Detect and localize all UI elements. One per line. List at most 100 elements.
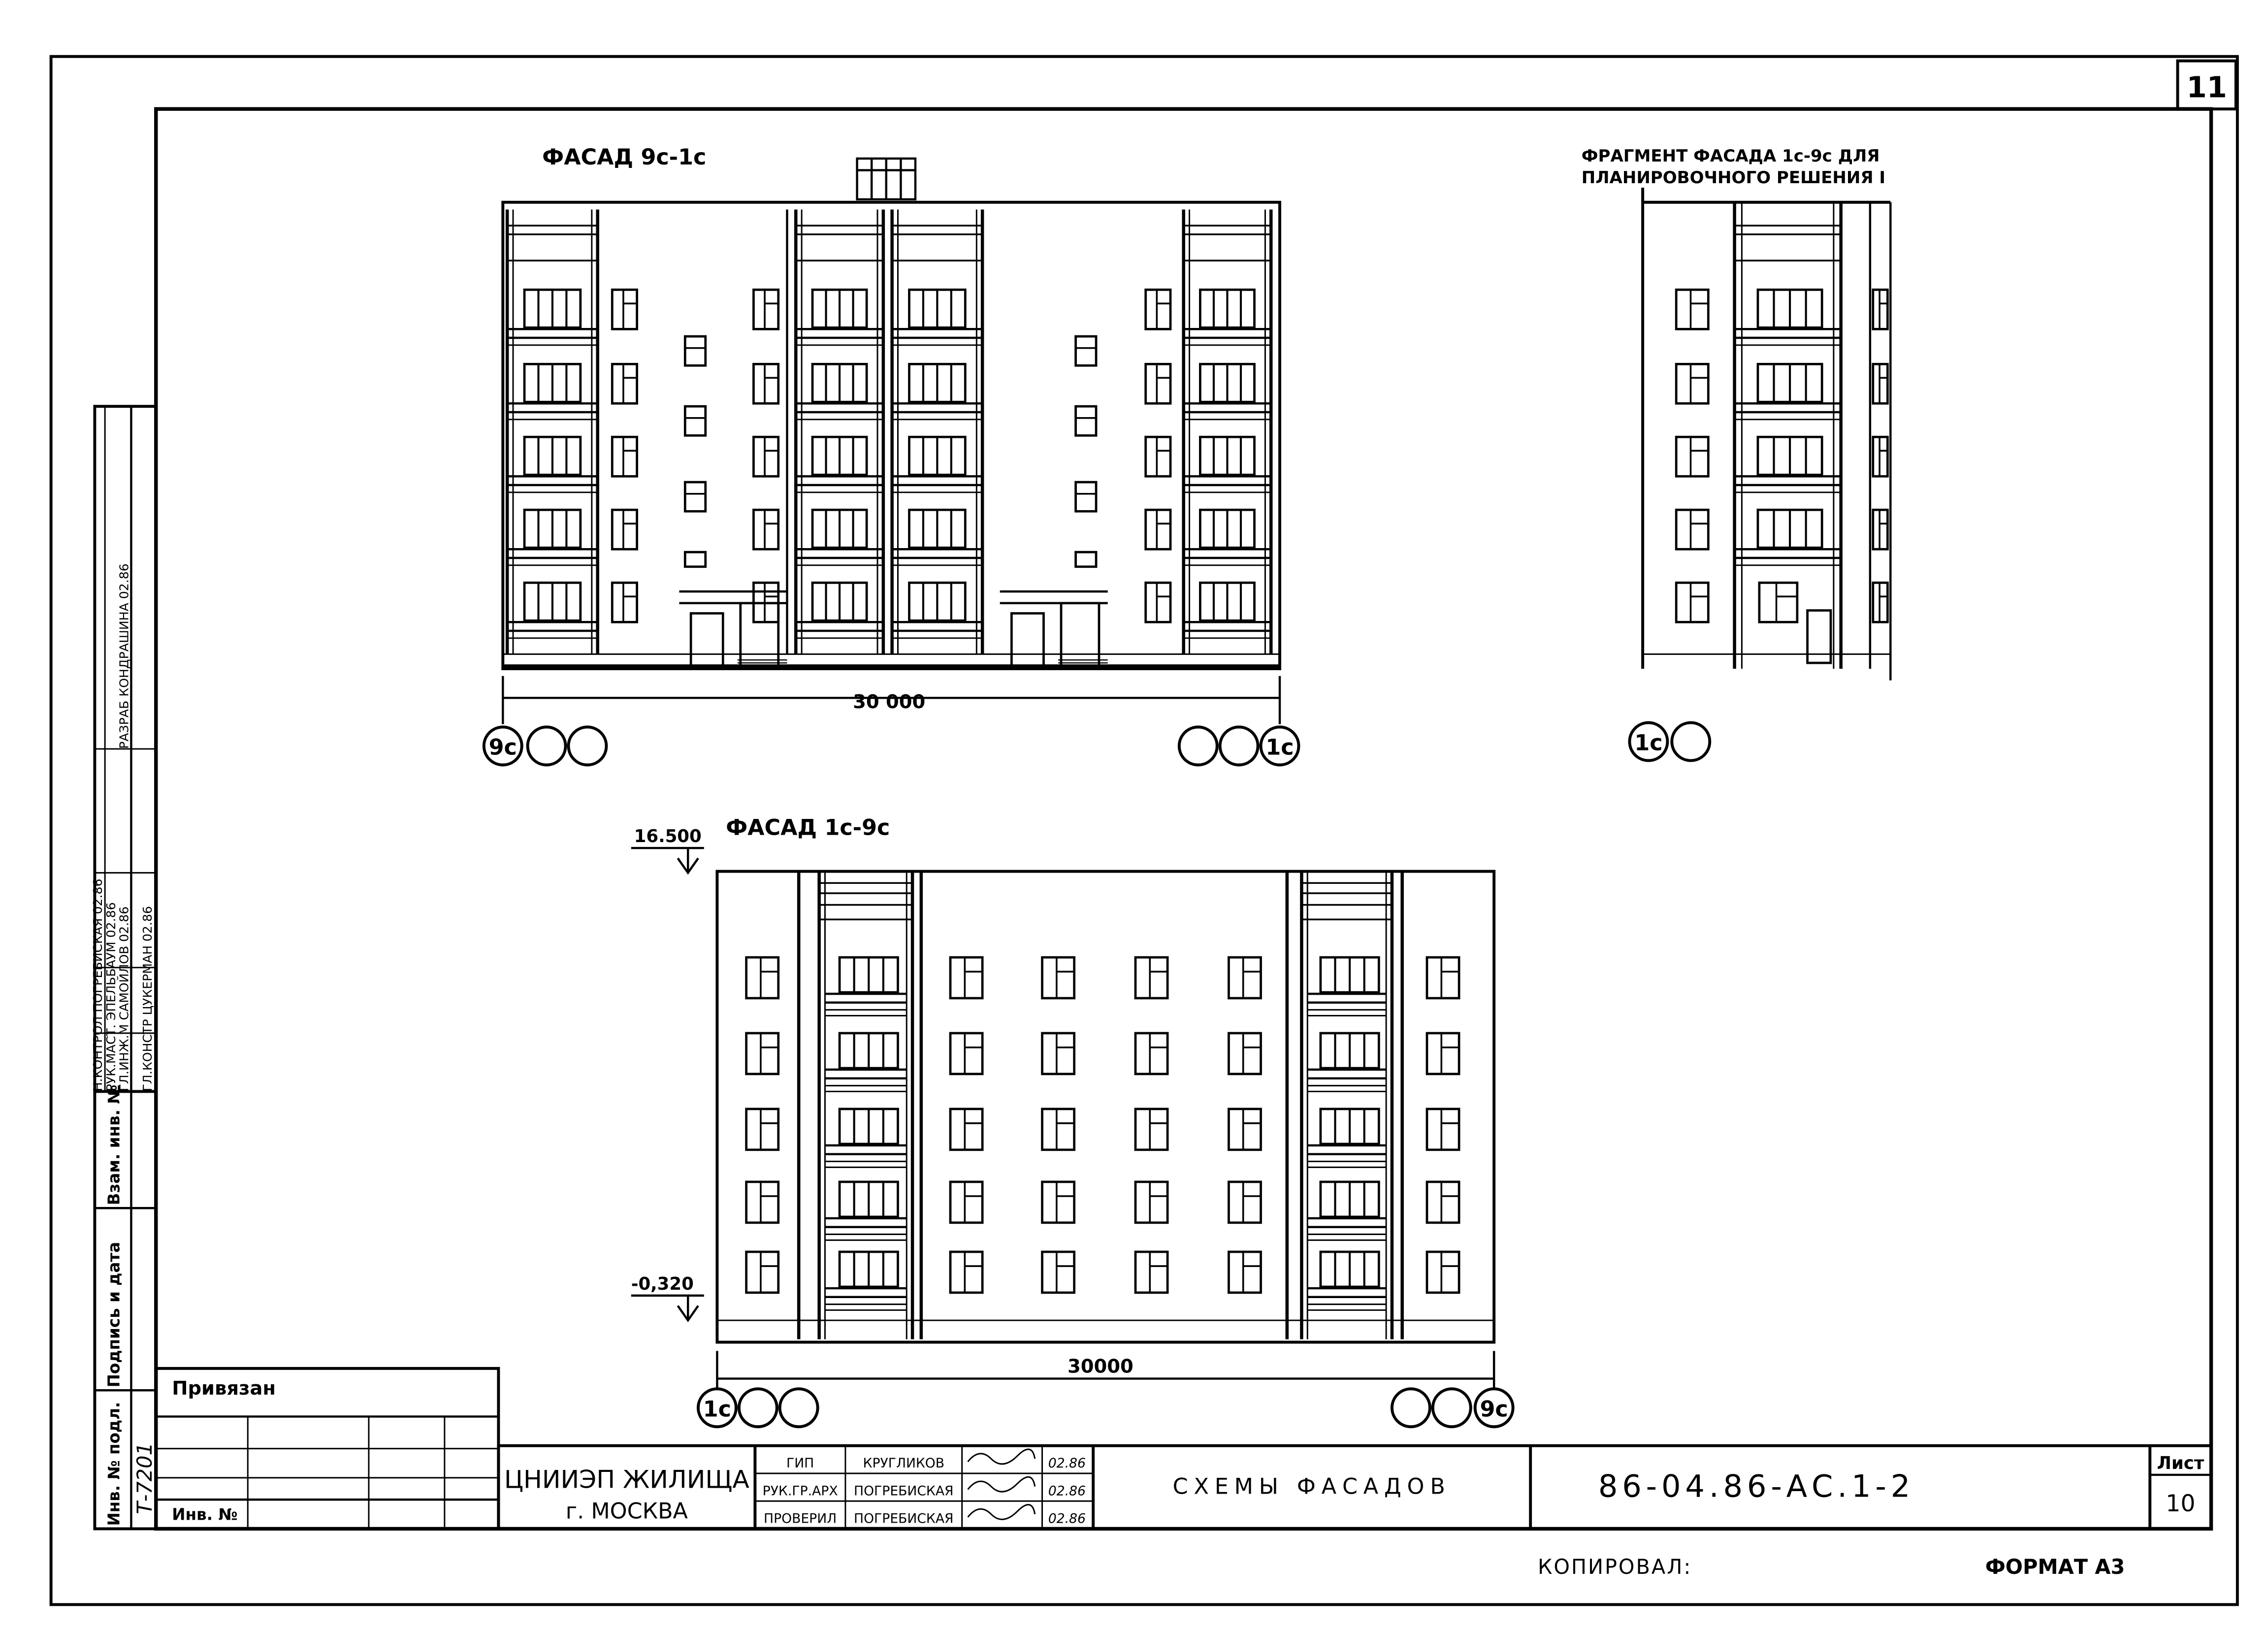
window [1041, 1250, 1076, 1294]
balcony-column [890, 209, 984, 654]
window-frame [1134, 1180, 1169, 1224]
window [611, 508, 638, 551]
window-frame [1144, 581, 1172, 623]
inv-no-label: Инв. № [172, 1505, 237, 1524]
window-frame [1675, 581, 1710, 623]
window-frame [1228, 1108, 1262, 1151]
signer-name: КРУГЛИКОВ [863, 1456, 944, 1471]
stair-window-frame [683, 405, 707, 437]
stair-window [1074, 335, 1098, 367]
window-frame [611, 435, 638, 478]
page-number-box: 11 [2176, 59, 2237, 111]
facade-top-outline [501, 200, 1281, 670]
window-frame [745, 1108, 780, 1151]
window [949, 1032, 984, 1075]
window [1041, 1108, 1076, 1151]
format-label: ФОРМАТ А3 [1985, 1555, 2125, 1579]
fragment-title-1: ФРАГМЕНТ ФАСАДА 1с-9с ДЛЯ [1582, 146, 1880, 166]
page-number: 11 [2186, 70, 2227, 104]
side-signer-row: ГЛ.ИНЖ.М САМОЙЛОВ 02.86 [117, 907, 131, 1092]
window-frame [1134, 1032, 1169, 1075]
window-frame [1041, 956, 1076, 1000]
window-frame [1675, 508, 1710, 551]
signer-role: ПРОВЕРИЛ [764, 1511, 837, 1527]
stair-window-frame [1074, 405, 1098, 437]
facade-top-dimension: 30 000 [853, 691, 925, 713]
window-frame [611, 288, 638, 330]
window-frame [1228, 956, 1262, 1000]
window [1675, 581, 1710, 623]
window [1675, 362, 1710, 405]
vent-opening [683, 551, 707, 568]
window-frame [949, 1108, 984, 1151]
privyazan-label: Привязан [172, 1377, 276, 1400]
facade-1c-9c: ФАСАД 1с-9с 16.500 -0,320 30000 [631, 815, 1515, 1429]
copied-by-label: КОПИРОВАЛ: [1538, 1555, 1692, 1579]
window [1228, 1108, 1262, 1151]
stair-window [683, 335, 707, 367]
stair-window [1074, 405, 1098, 437]
window [1134, 1250, 1169, 1294]
window-frame [611, 508, 638, 551]
window [1041, 1032, 1076, 1075]
window [1144, 362, 1172, 405]
signer-name: ПОГРЕБИСКАЯ [854, 1511, 953, 1527]
window-frame [1144, 362, 1172, 405]
facade-9c-1c: ФАСАД 9с-1с 30 000 9с 1с [482, 145, 1300, 767]
window [1041, 956, 1076, 1000]
axis-label-9c-bottom: 9с [1480, 1397, 1508, 1422]
inv-podl-value: Т-7201 [133, 1442, 157, 1514]
window-frame [1426, 1180, 1460, 1224]
podpis-data-label: Подпись и дата [105, 1242, 124, 1388]
signer-date: 02.86 [1048, 1511, 1086, 1527]
window [745, 1250, 780, 1294]
balcony-column [1301, 871, 1392, 1339]
window [745, 1032, 780, 1075]
window [1228, 1180, 1262, 1224]
level-bottom: -0,320 [631, 1274, 694, 1294]
signature [967, 1476, 1036, 1493]
window-frame [1675, 362, 1710, 405]
window-frame [752, 435, 780, 478]
window-frame [1144, 508, 1172, 551]
document-code: 86-04.86-АС.1-2 [1598, 1468, 1914, 1504]
axis-label-fragment: 1с [1634, 731, 1662, 756]
window [1134, 1180, 1169, 1224]
window-frame [1426, 1250, 1460, 1294]
window-frame [1041, 1032, 1076, 1075]
window [752, 508, 780, 551]
window-frame [1228, 1180, 1262, 1224]
window-frame [1144, 435, 1172, 478]
signature [967, 1448, 1036, 1465]
signer-date: 02.86 [1048, 1483, 1086, 1499]
window [1134, 1108, 1169, 1151]
window [1872, 581, 1889, 623]
window [752, 362, 780, 405]
window [1134, 1032, 1169, 1075]
window-frame [1758, 581, 1799, 623]
org-name: ЦНИИЭП ЖИЛИЩА [504, 1465, 749, 1494]
window-frame [1144, 288, 1172, 330]
window [1872, 435, 1889, 478]
signer-date: 02.86 [1048, 1456, 1086, 1471]
window [949, 1108, 984, 1151]
window [611, 288, 638, 330]
window-frame [949, 1032, 984, 1075]
window-frame [611, 362, 638, 405]
fragment-title-2: ПЛАНИРОВОЧНОГО РЕШЕНИЯ I [1582, 168, 1885, 188]
level-mark-bottom [631, 1294, 704, 1323]
window-frame [1426, 956, 1460, 1000]
stair-window-frame [1074, 335, 1098, 367]
stair-window [683, 405, 707, 437]
window-frame [745, 1250, 780, 1294]
axis-label-1c-top: 1с [1265, 735, 1294, 760]
window [1144, 288, 1172, 330]
outer-frame [49, 55, 2239, 1606]
window-frame [1675, 288, 1710, 330]
signer-name: ПОГРЕБИСКАЯ [854, 1483, 953, 1499]
window [1872, 288, 1889, 330]
window [949, 956, 984, 1000]
vent-opening [1074, 551, 1098, 568]
window-frame [745, 1032, 780, 1075]
